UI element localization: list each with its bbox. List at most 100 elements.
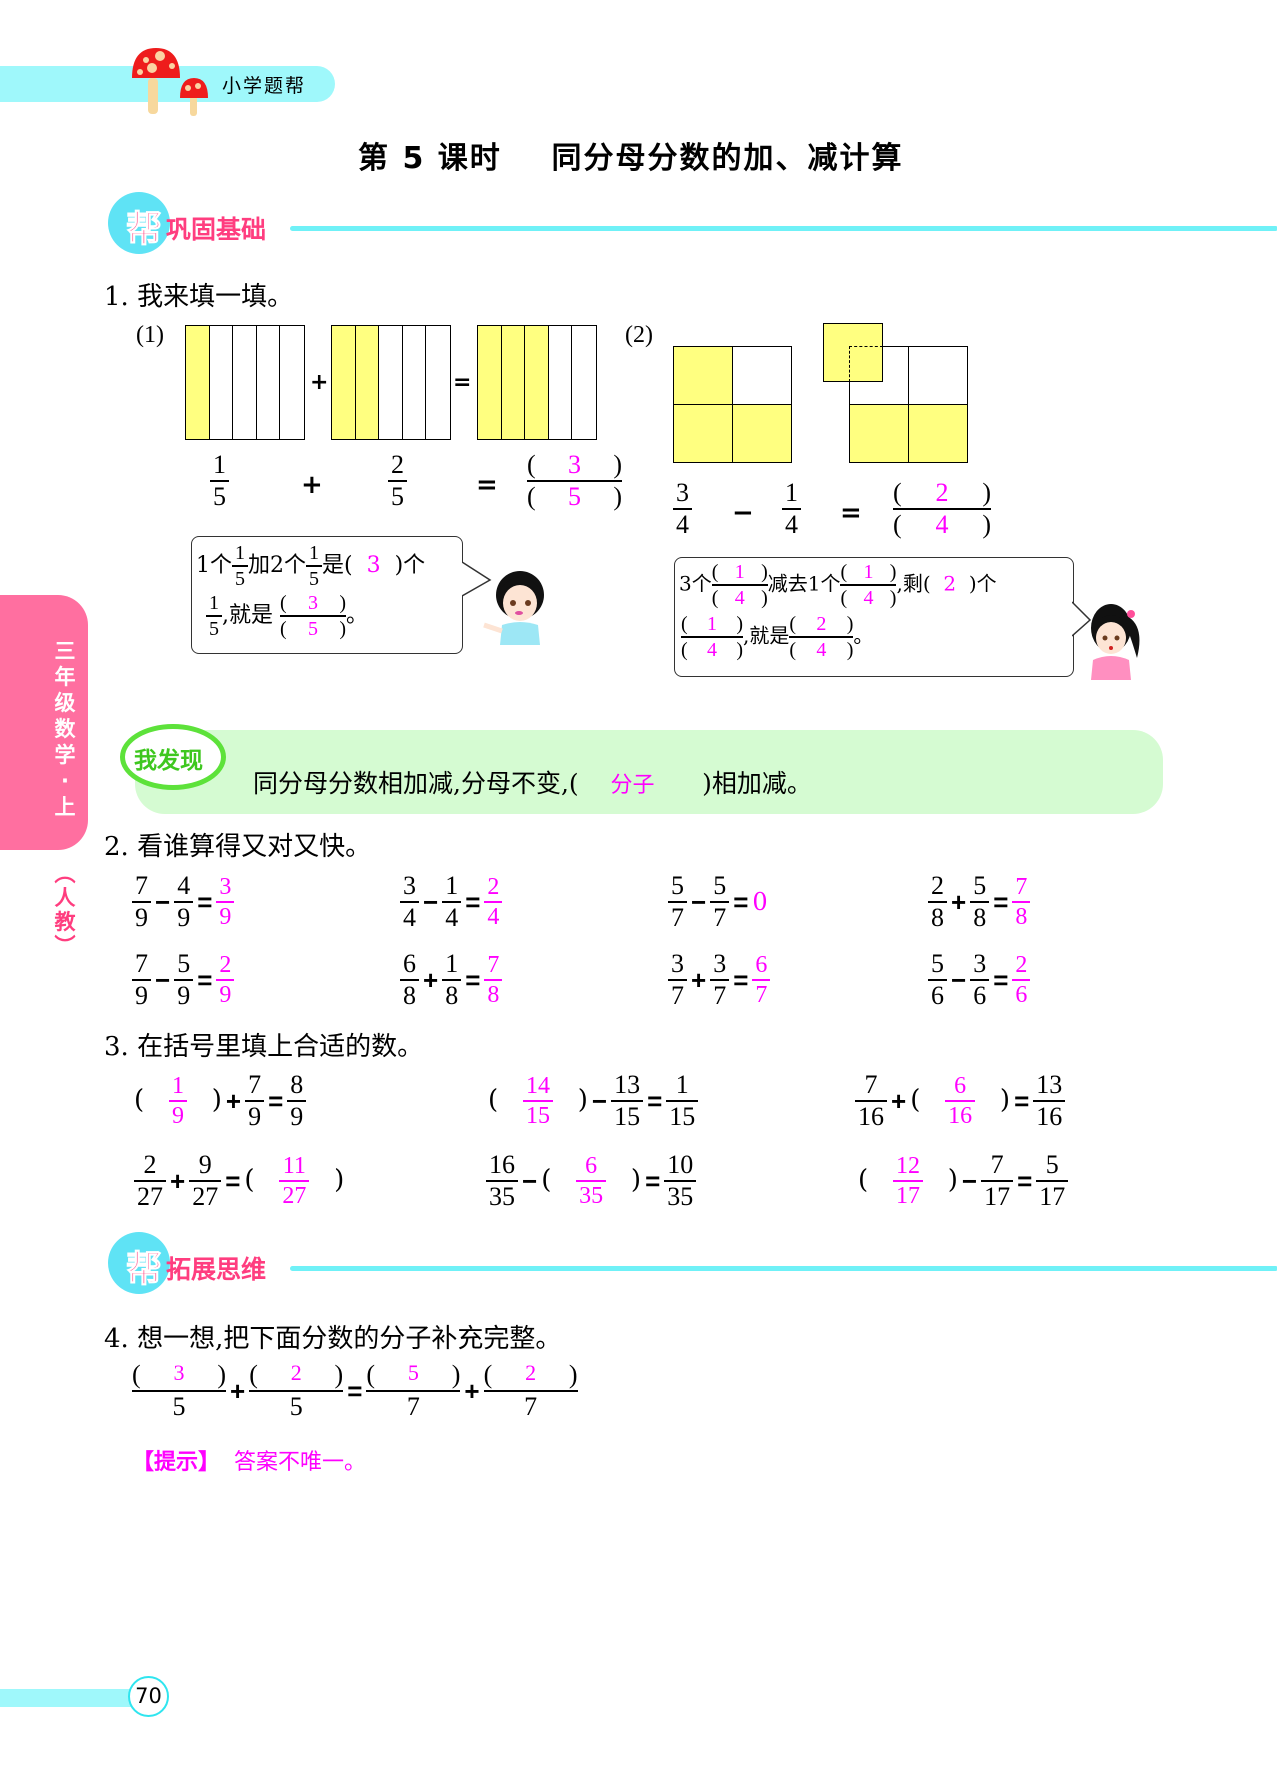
equation: (3)5+(2)5=(5)7+(2)7 bbox=[132, 1360, 578, 1421]
section-divider bbox=[290, 226, 1277, 231]
edition-char: 人 bbox=[54, 886, 76, 910]
answer-blank[interactable]: 3 bbox=[366, 553, 381, 578]
hint-label: 【提示】 bbox=[132, 1450, 221, 1475]
mushroom-icon bbox=[132, 48, 208, 116]
hint: 【提示】 答案不唯一。 bbox=[132, 1444, 366, 1476]
girl-character-icon bbox=[1091, 604, 1140, 680]
edition-char: 教 bbox=[54, 910, 76, 934]
section-badge: 帮 bbox=[125, 209, 163, 251]
boy-character-icon bbox=[483, 571, 544, 645]
grade-char: 年 bbox=[54, 665, 76, 689]
grade-char: 上 bbox=[54, 795, 76, 819]
brand-name: 小学题帮 bbox=[222, 75, 307, 97]
answer-fraction[interactable]: (3) (5) bbox=[527, 450, 622, 511]
square-diagram-1 bbox=[673, 346, 792, 463]
answer[interactable]: 0 bbox=[752, 888, 768, 916]
answer-fraction[interactable]: (2)5 bbox=[249, 1360, 344, 1421]
bubble-tail bbox=[462, 561, 492, 597]
question-2-title: 2. 看谁算得又对又快。 bbox=[104, 832, 372, 862]
side-tab bbox=[0, 595, 88, 850]
equals-sign: = bbox=[453, 370, 472, 395]
section-header-extend: 帮 拓展思维 bbox=[108, 1232, 1277, 1298]
edition-label: ︵ 人 教 ︶ bbox=[52, 862, 78, 958]
bubble-tail bbox=[1072, 601, 1092, 637]
speech-bubble-2: 3个(1)(4)减去1个(1)(4),剩( 2 )个 (1)(4),就是(2)(… bbox=[674, 557, 1074, 677]
strip-diagram-1 bbox=[185, 325, 305, 440]
part-2-label: (2) bbox=[625, 322, 653, 348]
removed-quarter bbox=[823, 323, 883, 382]
discovery-badge bbox=[120, 724, 226, 790]
question-4-title: 4. 想一想,把下面分数的分子补充完整。 bbox=[104, 1324, 562, 1354]
section-title: 巩固基础 bbox=[166, 215, 267, 244]
section-badge: 帮 bbox=[125, 1249, 163, 1291]
part-1-label: (1) bbox=[136, 322, 164, 348]
strip-diagram-3 bbox=[477, 325, 597, 440]
question-1-title: 1. 我来填一填。 bbox=[104, 282, 294, 312]
discovery-label: 我发现 bbox=[134, 748, 203, 774]
edition-char: ︵ bbox=[54, 862, 76, 886]
equals-sign: = bbox=[476, 470, 498, 500]
plus-sign: + bbox=[301, 470, 323, 500]
equals-sign: = bbox=[840, 498, 862, 528]
answer-blank[interactable]: 分子 bbox=[610, 773, 655, 798]
grade-char: · bbox=[61, 769, 69, 793]
section-divider bbox=[290, 1266, 1277, 1271]
grade-char: 三 bbox=[54, 639, 76, 663]
answer-blank[interactable]: 2 bbox=[943, 571, 957, 596]
section-header-basic: 帮 巩固基础 bbox=[108, 192, 1277, 258]
grade-char: 数 bbox=[54, 717, 76, 741]
question-3-title: 3. 在括号里填上合适的数。 bbox=[104, 1032, 424, 1062]
grade-label: 三 年 级 数 学 · 上 bbox=[52, 638, 78, 820]
section-badge-circle bbox=[108, 192, 170, 254]
page-title: 第 5 课时 同分母分数的加、减计算 bbox=[358, 141, 904, 176]
minus-sign: − bbox=[732, 498, 754, 528]
plus-sign: + bbox=[310, 370, 329, 395]
answer-fraction[interactable]: (2) (4) bbox=[893, 478, 991, 539]
answer-fraction[interactable]: (5)7 bbox=[366, 1360, 461, 1421]
edition-char: ︶ bbox=[54, 934, 76, 958]
answer-fraction[interactable]: (3)5 bbox=[132, 1360, 226, 1421]
grade-char: 级 bbox=[54, 691, 76, 715]
answer-fraction[interactable]: (3) (5) bbox=[280, 592, 346, 640]
grade-char: 学 bbox=[54, 743, 76, 767]
hint-text: 答案不唯一。 bbox=[234, 1450, 367, 1475]
page-number: 70 bbox=[128, 1676, 169, 1717]
strip-diagram-2 bbox=[331, 325, 451, 440]
answer-fraction[interactable]: (2)7 bbox=[483, 1360, 578, 1421]
discovery-box bbox=[135, 730, 1163, 814]
section-badge-circle bbox=[108, 1232, 170, 1294]
footer-band bbox=[0, 1689, 135, 1707]
dashed-outline bbox=[849, 346, 883, 382]
